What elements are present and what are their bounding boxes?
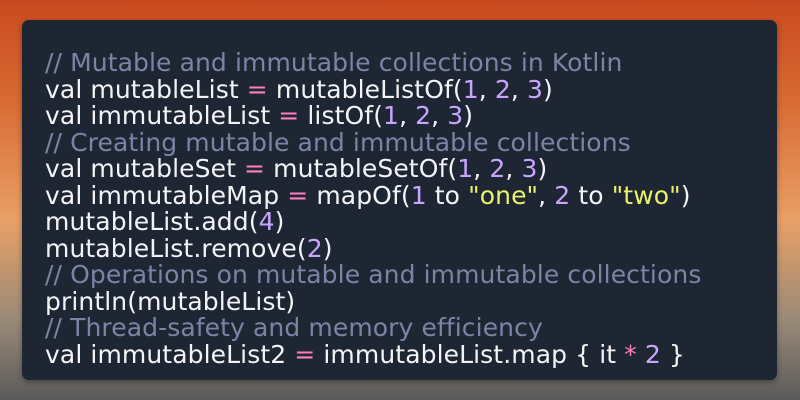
code-text: mutableListOf( <box>267 74 463 104</box>
code-line: // Mutable and immutable collections in … <box>45 48 777 77</box>
code-operator: = <box>294 339 316 369</box>
code-line: println(mutableList) <box>45 286 777 316</box>
code-comment: // Mutable and immutable collections in … <box>45 48 623 77</box>
code-block: // Mutable and immutable collections in … <box>45 48 777 369</box>
code-text: , <box>510 74 527 104</box>
code-number: 2 <box>644 339 661 369</box>
code-number: 2 <box>415 101 432 130</box>
code-text: immutableList.map { it <box>315 339 625 369</box>
code-text: , <box>399 101 416 130</box>
code-text: val immutableList2 <box>45 339 295 369</box>
code-number: 1 <box>383 101 400 130</box>
code-text: , <box>431 101 448 130</box>
code-line: // Creating mutable and immutable collec… <box>45 127 777 157</box>
code-text: ) <box>322 233 333 263</box>
code-string: "one" <box>468 180 539 210</box>
code-comment: // Creating mutable and immutable collec… <box>45 127 631 157</box>
code-line: mutableList.remove(2) <box>45 233 777 263</box>
code-text: mutableSetOf( <box>265 154 458 183</box>
code-text: , <box>473 154 490 183</box>
code-snippet-card: // Mutable and immutable collections in … <box>22 20 777 380</box>
code-text: , <box>478 74 495 104</box>
code-number: 4 <box>258 207 275 236</box>
code-text: ) <box>542 74 553 104</box>
code-number: 2 <box>554 180 571 210</box>
code-comment: // Operations on mutable and immutable c… <box>45 260 702 289</box>
code-text <box>637 340 645 369</box>
code-text: ) <box>463 101 474 130</box>
code-text: , <box>505 154 522 183</box>
code-line: val mutableSet = mutableSetOf(1, 2, 3) <box>45 154 777 183</box>
code-text: to <box>426 180 469 210</box>
code-text: listOf( <box>299 101 384 130</box>
code-text: mapOf( <box>308 180 411 210</box>
code-operator: = <box>287 180 309 210</box>
code-number: 3 <box>521 154 538 183</box>
code-text: val immutableList <box>45 101 279 130</box>
code-text: println(mutableList) <box>45 286 296 316</box>
code-line: val immutableMap = mapOf(1 to "one", 2 t… <box>45 180 777 210</box>
code-number: 3 <box>526 74 543 104</box>
code-text: val mutableSet <box>45 154 245 183</box>
code-number: 1 <box>410 180 427 210</box>
code-text: mutableList.remove( <box>45 233 307 263</box>
code-text: , <box>538 180 555 210</box>
code-text: mutableList.add( <box>45 207 259 236</box>
code-number: 2 <box>306 233 323 263</box>
code-text: ) <box>680 180 691 210</box>
code-line: // Operations on mutable and immutable c… <box>45 260 777 289</box>
code-number: 3 <box>447 101 464 130</box>
code-string: "two" <box>611 180 681 210</box>
code-operator: = <box>278 101 300 130</box>
code-line: mutableList.add(4) <box>45 207 777 236</box>
code-number: 2 <box>494 74 511 104</box>
code-text: val mutableList <box>45 74 247 104</box>
code-text: } <box>660 339 685 369</box>
code-operator: = <box>244 154 266 183</box>
code-operator: * <box>624 339 637 369</box>
code-line: val immutableList = listOf(1, 2, 3) <box>45 101 777 130</box>
code-line: val mutableList = mutableListOf(1, 2, 3) <box>45 74 777 104</box>
code-number: 2 <box>489 154 506 183</box>
code-text: ) <box>537 154 548 183</box>
code-text: to <box>570 180 612 210</box>
code-line: val immutableList2 = immutableList.map {… <box>45 339 777 369</box>
code-operator: = <box>246 74 268 104</box>
code-number: 1 <box>457 154 474 183</box>
code-comment: // Thread-safety and memory efficiency <box>45 313 543 342</box>
code-number: 1 <box>462 74 479 104</box>
code-text: ) <box>274 207 285 236</box>
code-text: val immutableMap <box>45 180 288 210</box>
code-line: // Thread-safety and memory efficiency <box>45 313 777 342</box>
